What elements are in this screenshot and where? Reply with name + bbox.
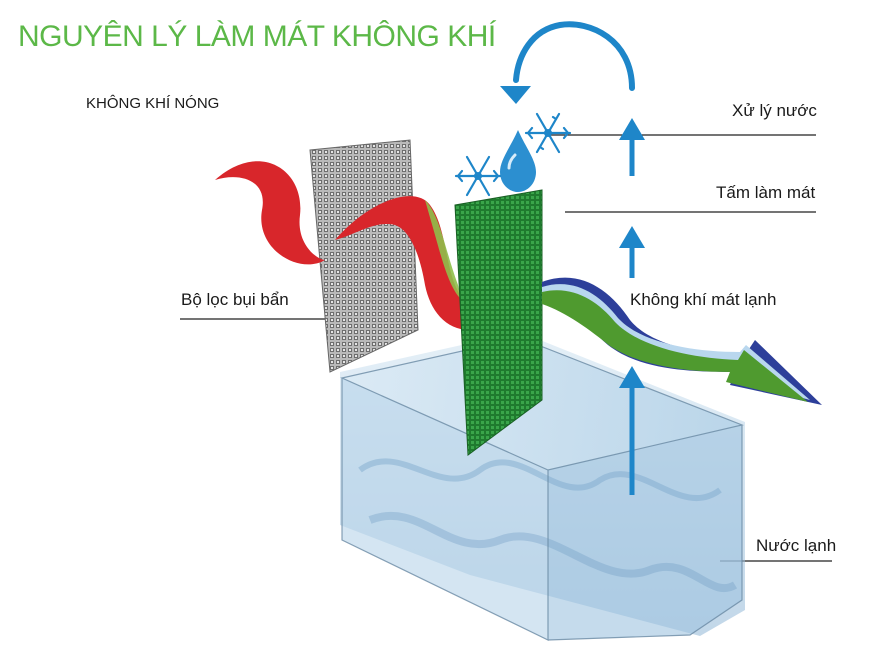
- tank-side-wall: [548, 425, 742, 640]
- snowflake-icon: [454, 155, 502, 197]
- up-arrow-icon: [619, 226, 645, 278]
- water-surface: [342, 338, 742, 470]
- label-hot-air: KHÔNG KHÍ NÓNG: [86, 95, 220, 112]
- water-ripples: [358, 458, 722, 502]
- dust-filter: [309, 139, 419, 373]
- label-cool-air: Không khí mát lạnh: [630, 290, 777, 309]
- label-water-treatment: Xử lý nước: [732, 101, 817, 120]
- label-dust-filter: Bộ lọc bụi bẩn: [181, 290, 289, 309]
- snowflake-icon: [524, 112, 572, 154]
- hot-air-wave-green-core: [425, 200, 462, 300]
- cool-air-green-band: [542, 290, 808, 402]
- water-tank: [340, 332, 745, 641]
- cool-air-flow: [542, 277, 822, 405]
- label-cooling-pad: Tấm làm mát: [716, 183, 816, 202]
- water-flow-arrows: [619, 118, 645, 495]
- up-arrow-icon: [619, 366, 645, 495]
- up-arrow-icon: [619, 118, 645, 176]
- hot-air-flow: [215, 161, 470, 330]
- water-ripples-2: [368, 511, 738, 593]
- tank-front-wall: [342, 378, 548, 640]
- label-cold-water: Nước lạnh: [756, 536, 837, 555]
- water-drop-icon: [500, 130, 536, 192]
- hot-air-wave-1: [215, 161, 325, 265]
- page-title: NGUYÊN LÝ LÀM MÁT KHÔNG KHÍ: [18, 20, 496, 53]
- circular-arrow-icon: [500, 21, 635, 104]
- cooling-pad: [454, 189, 543, 456]
